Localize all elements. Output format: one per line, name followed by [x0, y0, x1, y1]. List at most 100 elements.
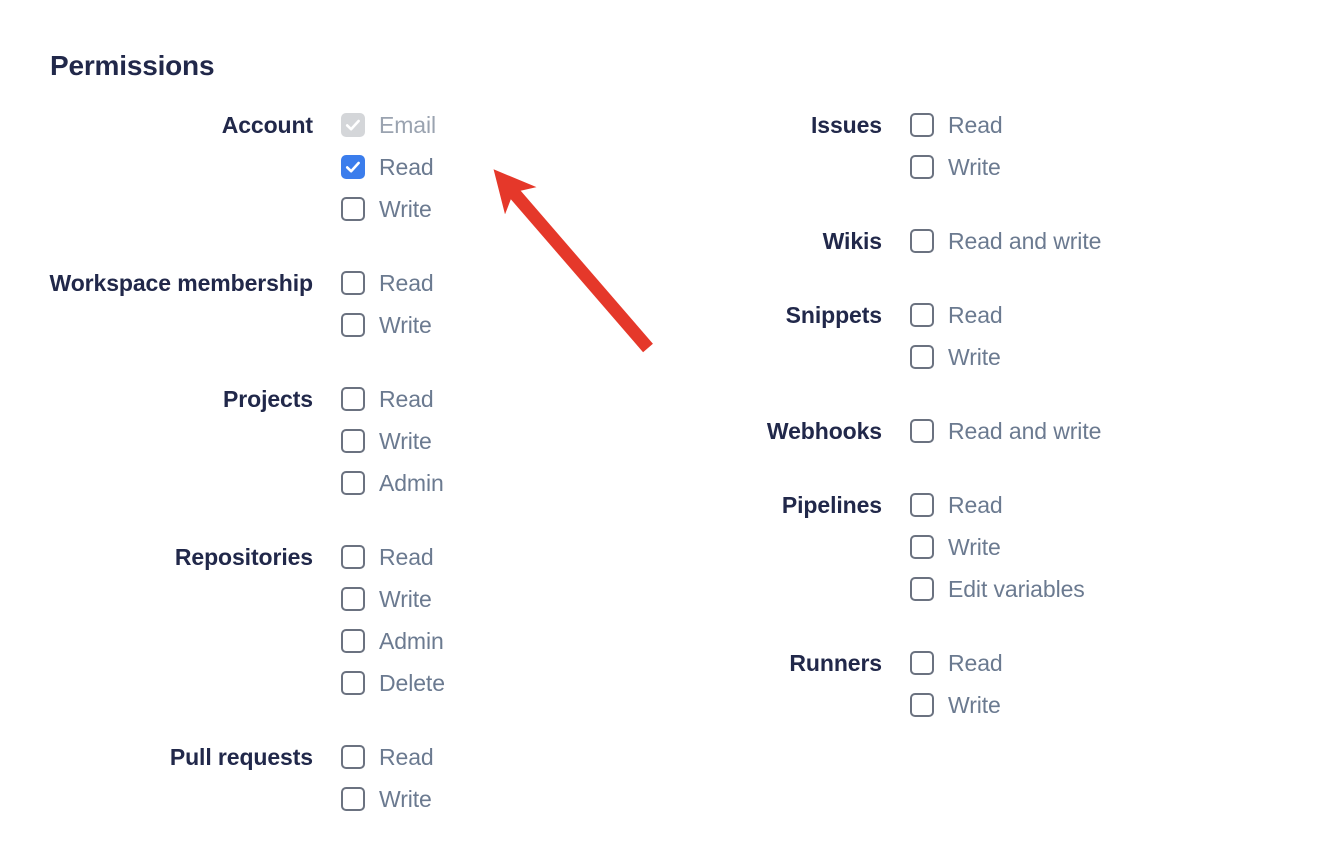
permission-option-row[interactable]: Write [341, 420, 660, 462]
checkbox-write[interactable] [341, 429, 365, 453]
checkbox-email [341, 113, 365, 137]
permission-option-label[interactable]: Read [379, 154, 434, 180]
permission-option-row[interactable]: Write [341, 778, 660, 820]
checkbox-write[interactable] [341, 587, 365, 611]
permission-option-row[interactable]: Read [341, 378, 660, 420]
checkbox-write[interactable] [910, 345, 934, 369]
permission-option-row[interactable]: Read [341, 262, 660, 304]
checkbox-read[interactable] [341, 545, 365, 569]
checkbox-read[interactable] [341, 387, 365, 411]
permission-option-label[interactable]: Edit variables [948, 576, 1085, 602]
permission-option-label[interactable]: Read [948, 112, 1003, 138]
checkbox-read[interactable] [341, 155, 365, 179]
permission-option-label[interactable]: Read [948, 302, 1003, 328]
permission-option-label[interactable]: Read [379, 544, 434, 570]
permission-option-row[interactable]: Write [910, 684, 1310, 726]
checkbox-read[interactable] [910, 493, 934, 517]
checkbox-write[interactable] [910, 693, 934, 717]
permission-option-row[interactable]: Read and write [910, 410, 1310, 452]
permission-option-label[interactable]: Write [379, 196, 432, 222]
permission-option-row[interactable]: Email [341, 104, 660, 146]
permission-option-label[interactable]: Read [379, 270, 434, 296]
permission-option-row[interactable]: Write [910, 526, 1310, 568]
checkbox-admin[interactable] [341, 629, 365, 653]
check-icon [345, 119, 360, 131]
permission-option-row[interactable]: Read [910, 294, 1310, 336]
permission-option-label[interactable]: Read [379, 386, 434, 412]
page-title: Permissions [50, 50, 215, 81]
check-icon [345, 161, 360, 173]
permission-option-label[interactable]: Write [379, 312, 432, 338]
permission-group-label: Wikis [822, 228, 882, 254]
permission-option-row[interactable]: Write [910, 336, 1310, 378]
checkbox-admin[interactable] [341, 471, 365, 495]
permission-option-row[interactable]: Delete [341, 662, 660, 704]
checkbox-read[interactable] [341, 271, 365, 295]
permission-option-row[interactable]: Read [910, 104, 1310, 146]
permission-option-row[interactable]: Write [341, 188, 660, 230]
checkbox-edit-variables[interactable] [910, 577, 934, 601]
checkbox-write[interactable] [341, 197, 365, 221]
checkbox-read[interactable] [910, 303, 934, 327]
permission-group-label: Snippets [785, 302, 882, 328]
permission-option-row[interactable]: Write [341, 578, 660, 620]
permission-option-row[interactable]: Read [910, 484, 1310, 526]
permission-option-label[interactable]: Admin [379, 628, 444, 654]
permission-option-label[interactable]: Write [948, 692, 1001, 718]
checkbox-read[interactable] [341, 745, 365, 769]
permission-option-row[interactable]: Read [341, 736, 660, 778]
checkbox-read-and-write[interactable] [910, 419, 934, 443]
permission-group-label: Issues [810, 112, 882, 138]
permission-option-label: Email [379, 112, 437, 138]
permission-option-label[interactable]: Read [948, 650, 1003, 676]
permission-option-row[interactable]: Read and write [910, 220, 1310, 262]
permission-option-row[interactable]: Write [341, 304, 660, 346]
checkbox-write[interactable] [910, 155, 934, 179]
permission-option-label[interactable]: Write [379, 786, 432, 812]
checkbox-delete[interactable] [341, 671, 365, 695]
permission-option-label[interactable]: Admin [379, 470, 444, 496]
checkbox-read[interactable] [910, 113, 934, 137]
permission-option-row[interactable]: Write [910, 146, 1310, 188]
permission-option-label[interactable]: Write [379, 586, 432, 612]
permission-option-label[interactable]: Write [948, 154, 1001, 180]
permission-option-row[interactable]: Read [341, 146, 660, 188]
permission-option-label[interactable]: Write [379, 428, 432, 454]
permission-group-label: Repositories [174, 544, 313, 570]
permission-option-row[interactable]: Admin [341, 620, 660, 662]
permission-option-label[interactable]: Write [948, 344, 1001, 370]
checkbox-write[interactable] [341, 787, 365, 811]
permission-option-list: Read and write [910, 220, 1310, 262]
checkbox-write[interactable] [910, 535, 934, 559]
permission-option-label[interactable]: Read and write [948, 228, 1102, 254]
permission-option-label[interactable]: Read [379, 744, 434, 770]
permission-option-row[interactable]: Edit variables [910, 568, 1310, 610]
permission-option-row[interactable]: Read [341, 536, 660, 578]
permission-option-label[interactable]: Write [948, 534, 1001, 560]
checkbox-write[interactable] [341, 313, 365, 337]
permission-group-label: Pull requests [169, 744, 313, 770]
checkbox-read[interactable] [910, 651, 934, 675]
permission-option-label[interactable]: Read and write [948, 418, 1102, 444]
permission-option-label[interactable]: Read [948, 492, 1003, 518]
permission-option-row[interactable]: Admin [341, 462, 660, 504]
checkbox-read-and-write[interactable] [910, 229, 934, 253]
permission-option-label[interactable]: Delete [379, 670, 445, 696]
permission-group: Wikis Read and write [610, 220, 1310, 262]
permission-option-row[interactable]: Read [910, 642, 1310, 684]
